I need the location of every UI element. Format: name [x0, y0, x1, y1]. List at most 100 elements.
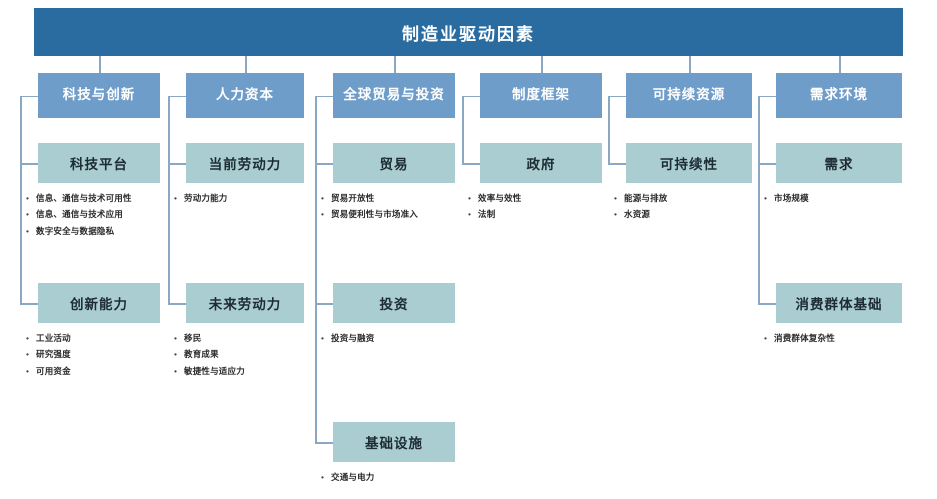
- bullet-list-technology-platform: •信息、通信与技术可用性•信息、通信与技术应用•数字安全与数据隐私: [26, 193, 208, 242]
- connector-branch-government: [462, 163, 480, 165]
- bullet-text: 可用资金: [36, 365, 71, 376]
- connector-elbow-demand-environment: [758, 95, 776, 97]
- bullet-dot-icon: •: [614, 209, 617, 220]
- bullet-list-innovation-capability: •工业活动•研究强度•可用资金: [26, 333, 208, 382]
- connector-branch-consumer-base: [758, 303, 776, 305]
- bullet-item: •移民: [174, 333, 352, 344]
- bullet-item: •消费群体复杂性: [764, 333, 937, 344]
- bullet-dot-icon: •: [764, 193, 767, 203]
- bullet-dot-icon: •: [321, 193, 324, 203]
- level1-box-technology-innovation[interactable]: 科技与创新: [38, 73, 160, 118]
- level2-box-investment[interactable]: 投资: [333, 283, 455, 323]
- connector-branch-technology-platform: [20, 163, 38, 165]
- level2-box-demand[interactable]: 需求: [776, 143, 902, 183]
- level2-box-trade[interactable]: 贸易: [333, 143, 455, 183]
- level1-box-global-trade-investment[interactable]: 全球贸易与投资: [333, 73, 455, 118]
- bullet-item: •投资与融资: [321, 333, 503, 344]
- bullet-list-trade: • 贸易开放性 • 贸易便利性与市场准入: [321, 193, 503, 226]
- bullet-item: • 敏捷性与适应力: [174, 366, 352, 377]
- bullet-dot-icon: •: [321, 472, 324, 482]
- bullet-dot-icon: •: [26, 349, 29, 360]
- connector-title-to-demand-environment: [839, 56, 841, 73]
- bullet-dot-icon: •: [468, 193, 471, 203]
- connector-title-to-technology-innovation: [99, 56, 101, 73]
- level1-label-line: 可持续资源: [652, 87, 726, 103]
- bullet-list-demand: •市场规模: [764, 193, 937, 209]
- level1-box-human-capital[interactable]: 人力资本: [186, 73, 304, 118]
- bullet-item: • 可用资金: [26, 366, 208, 377]
- bullet-item: •教育成果: [174, 349, 352, 360]
- bullet-text: 信息、通信与技术应用: [36, 209, 124, 220]
- level2-box-government[interactable]: 政府: [480, 143, 602, 183]
- connector-spine-global-trade-investment: [315, 95, 317, 442]
- bullet-dot-icon: •: [174, 349, 177, 360]
- bullet-dot-icon: •: [26, 225, 29, 236]
- level1-label-line: 全球贸易: [343, 87, 402, 103]
- bullet-text: 交通与电力: [331, 472, 375, 482]
- connector-elbow-sustainable-resources: [608, 95, 626, 97]
- level1-box-sustainable-resources[interactable]: 可持续资源: [626, 73, 752, 118]
- bullet-dot-icon: •: [174, 193, 177, 203]
- bullet-item: •数字安全与数据隐私: [26, 226, 208, 237]
- bullet-list-government: •效率与效性•法制: [468, 193, 650, 226]
- connector-spine-technology-innovation: [20, 95, 22, 303]
- connector-branch-trade: [315, 163, 333, 165]
- bullet-text: 贸易开放性: [331, 193, 375, 203]
- bullet-text: 贸易便利性与市场准入: [331, 209, 419, 220]
- level2-box-sustainability[interactable]: 可持续性: [626, 143, 752, 183]
- connector-branch-innovation-capability: [20, 303, 38, 305]
- bullet-item: •市场规模: [764, 193, 937, 204]
- connector-elbow-global-trade-investment: [315, 95, 333, 97]
- connector-title-to-global-trade-investment: [394, 56, 396, 73]
- level1-label-line: 人力资本: [216, 87, 274, 103]
- bullet-text: 法制: [478, 209, 496, 220]
- level2-box-consumer-base[interactable]: 消费群体基础: [776, 283, 902, 323]
- connector-title-to-sustainable-resources: [689, 56, 691, 73]
- bullet-item: • 法制: [468, 209, 650, 220]
- bullet-list-consumer-base: •消费群体复杂性: [764, 333, 937, 349]
- level1-box-institutional-framework[interactable]: 制度框架: [480, 73, 602, 118]
- bullet-item: • 贸易便利性与市场准入: [321, 209, 503, 220]
- bullet-dot-icon: •: [174, 365, 177, 376]
- bullet-text: 敏捷性与适应力: [184, 365, 245, 376]
- level1-label-line: 与投资: [401, 87, 445, 103]
- connector-branch-investment: [315, 303, 333, 305]
- bullet-dot-icon: •: [26, 193, 29, 203]
- connector-title-to-institutional-framework: [541, 56, 543, 73]
- level1-label-line: 科技与创新: [62, 87, 136, 103]
- bullet-dot-icon: •: [26, 365, 29, 376]
- bullet-list-sustainability: • 能源与排放 •水资源: [614, 193, 800, 226]
- bullet-list-investment: •投资与融资: [321, 333, 503, 349]
- connector-branch-infrastructure: [315, 442, 333, 444]
- connector-title-to-human-capital: [245, 56, 247, 73]
- connector-spine-institutional-framework: [462, 95, 464, 163]
- level2-box-future-workforce[interactable]: 未来劳动力: [186, 283, 304, 323]
- bullet-dot-icon: •: [26, 333, 29, 343]
- bullet-item: •水资源: [614, 209, 800, 220]
- level2-box-innovation-capability[interactable]: 创新能力: [38, 283, 160, 323]
- level2-box-infrastructure[interactable]: 基础设施: [333, 422, 455, 462]
- level1-box-demand-environment[interactable]: 需求环境: [776, 73, 902, 118]
- connector-elbow-technology-innovation: [20, 95, 38, 97]
- level2-box-technology-platform[interactable]: 科技平台: [38, 143, 160, 183]
- bullet-text: 能源与排放: [624, 193, 668, 203]
- connector-branch-sustainability: [608, 163, 626, 165]
- level1-label-line: 需求环境: [810, 87, 868, 103]
- bullet-dot-icon: •: [174, 333, 177, 343]
- bullet-item: •研究强度: [26, 349, 208, 360]
- bullet-item: •信息、通信与技术可用性: [26, 193, 208, 204]
- diagram-title: 制造业驱动因素: [34, 8, 903, 56]
- bullet-dot-icon: •: [764, 333, 767, 343]
- bullet-item: •劳动力能力: [174, 193, 352, 204]
- bullet-item: •效率与效性: [468, 193, 650, 204]
- bullet-dot-icon: •: [26, 209, 29, 220]
- bullet-dot-icon: •: [468, 209, 471, 220]
- level2-box-current-workforce[interactable]: 当前劳动力: [186, 143, 304, 183]
- bullet-item: • 交通与电力: [321, 472, 503, 483]
- connector-elbow-human-capital: [168, 95, 186, 97]
- bullet-list-future-workforce: •移民•教育成果•敏捷性与适应力: [174, 333, 352, 382]
- bullet-dot-icon: •: [614, 193, 617, 203]
- connector-branch-demand: [758, 163, 776, 165]
- connector-branch-current-workforce: [168, 163, 186, 165]
- bullet-dot-icon: •: [321, 333, 324, 343]
